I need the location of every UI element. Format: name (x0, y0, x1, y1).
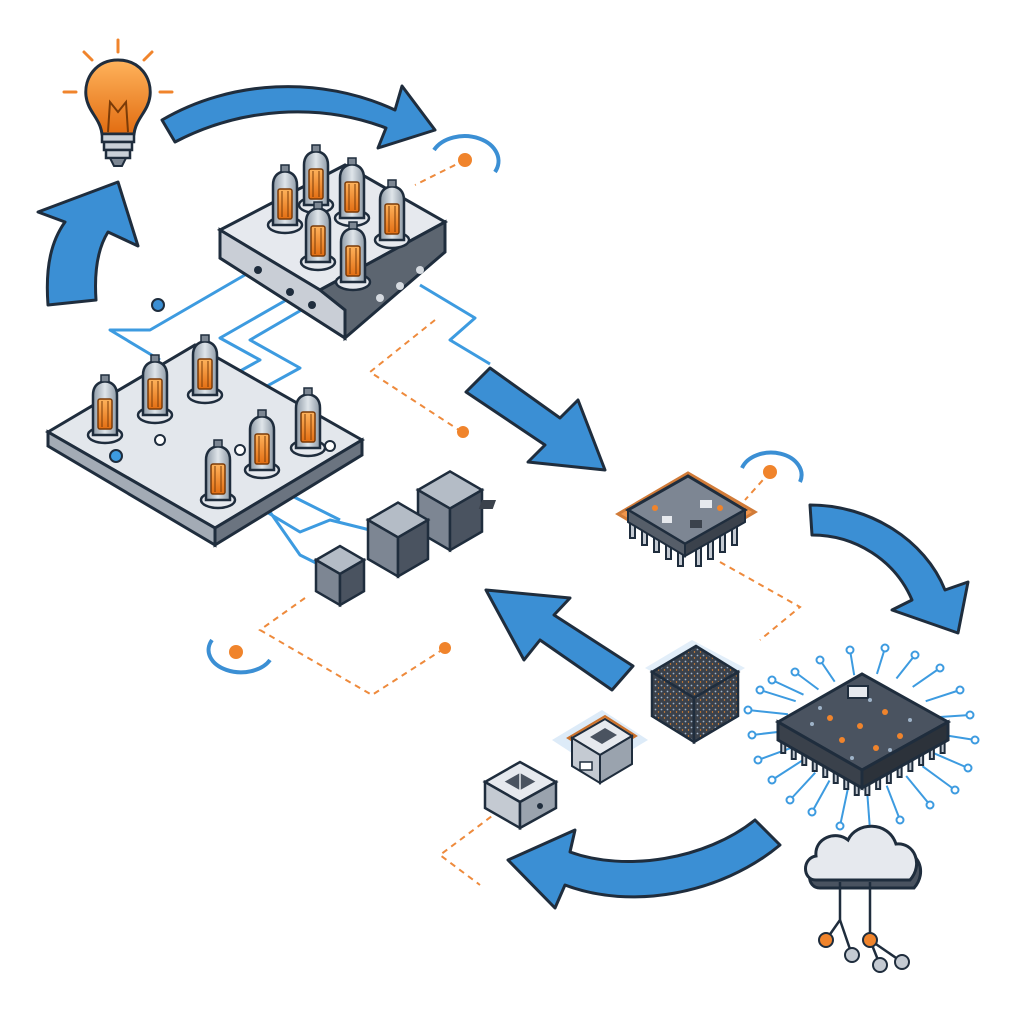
vacuum-tube-icon (289, 387, 327, 458)
orange-nodes (151, 134, 804, 675)
cloud-network-icon (804, 824, 922, 973)
orange-dot (439, 642, 451, 654)
orange-node-icon (740, 450, 804, 483)
vacuum-tube-icon (86, 374, 124, 445)
flow-arrow-icon (484, 588, 635, 692)
transistor-module-icon (415, 469, 485, 553)
orange-dot (151, 298, 165, 312)
dashed-line-top (414, 159, 466, 186)
vacuum-tubes (86, 144, 411, 510)
vacuum-tube-chassis-icon (216, 163, 449, 342)
integrated-circuit-chip-icon (478, 471, 758, 567)
dashed-line-left (258, 597, 446, 697)
flow-arrows (36, 84, 970, 910)
dashed-line-center (368, 319, 463, 433)
microprocessor-icon (743, 643, 980, 835)
flow-arrow-icon (808, 503, 970, 635)
orange-dot (457, 426, 469, 438)
flow-arrow-icon (36, 180, 140, 307)
vacuum-tube-icon (136, 354, 174, 425)
lightbulb-icon (62, 38, 174, 167)
orange-node-icon (432, 134, 501, 174)
transistor-module-icon (365, 501, 431, 579)
vacuum-tube-icon (243, 409, 281, 480)
small-box-icon (482, 760, 559, 831)
vacuum-tube-board-icon (45, 343, 365, 548)
transistor-modules (313, 469, 485, 608)
vacuum-tube-icon (334, 221, 372, 292)
vacuum-tube-icon (333, 157, 371, 228)
vacuum-tube-icon (299, 201, 337, 272)
nano-cube-icon (645, 640, 745, 745)
dashed-connectors (258, 159, 802, 886)
orange-node-icon (206, 638, 272, 675)
mini-module-icon (552, 710, 648, 785)
dashed-line-bottom (438, 809, 501, 886)
vacuum-tube-icon (266, 164, 304, 235)
transistor-module-icon (313, 544, 367, 608)
dashed-line-chip (719, 561, 802, 641)
vacuum-tube-icon (199, 439, 237, 510)
vacuum-tube-icon (373, 179, 411, 250)
vacuum-tube-icon (186, 334, 224, 405)
flow-arrow-icon (464, 366, 607, 472)
flow-arrow-icon (506, 818, 782, 910)
flow-arrow-icon (160, 84, 437, 150)
